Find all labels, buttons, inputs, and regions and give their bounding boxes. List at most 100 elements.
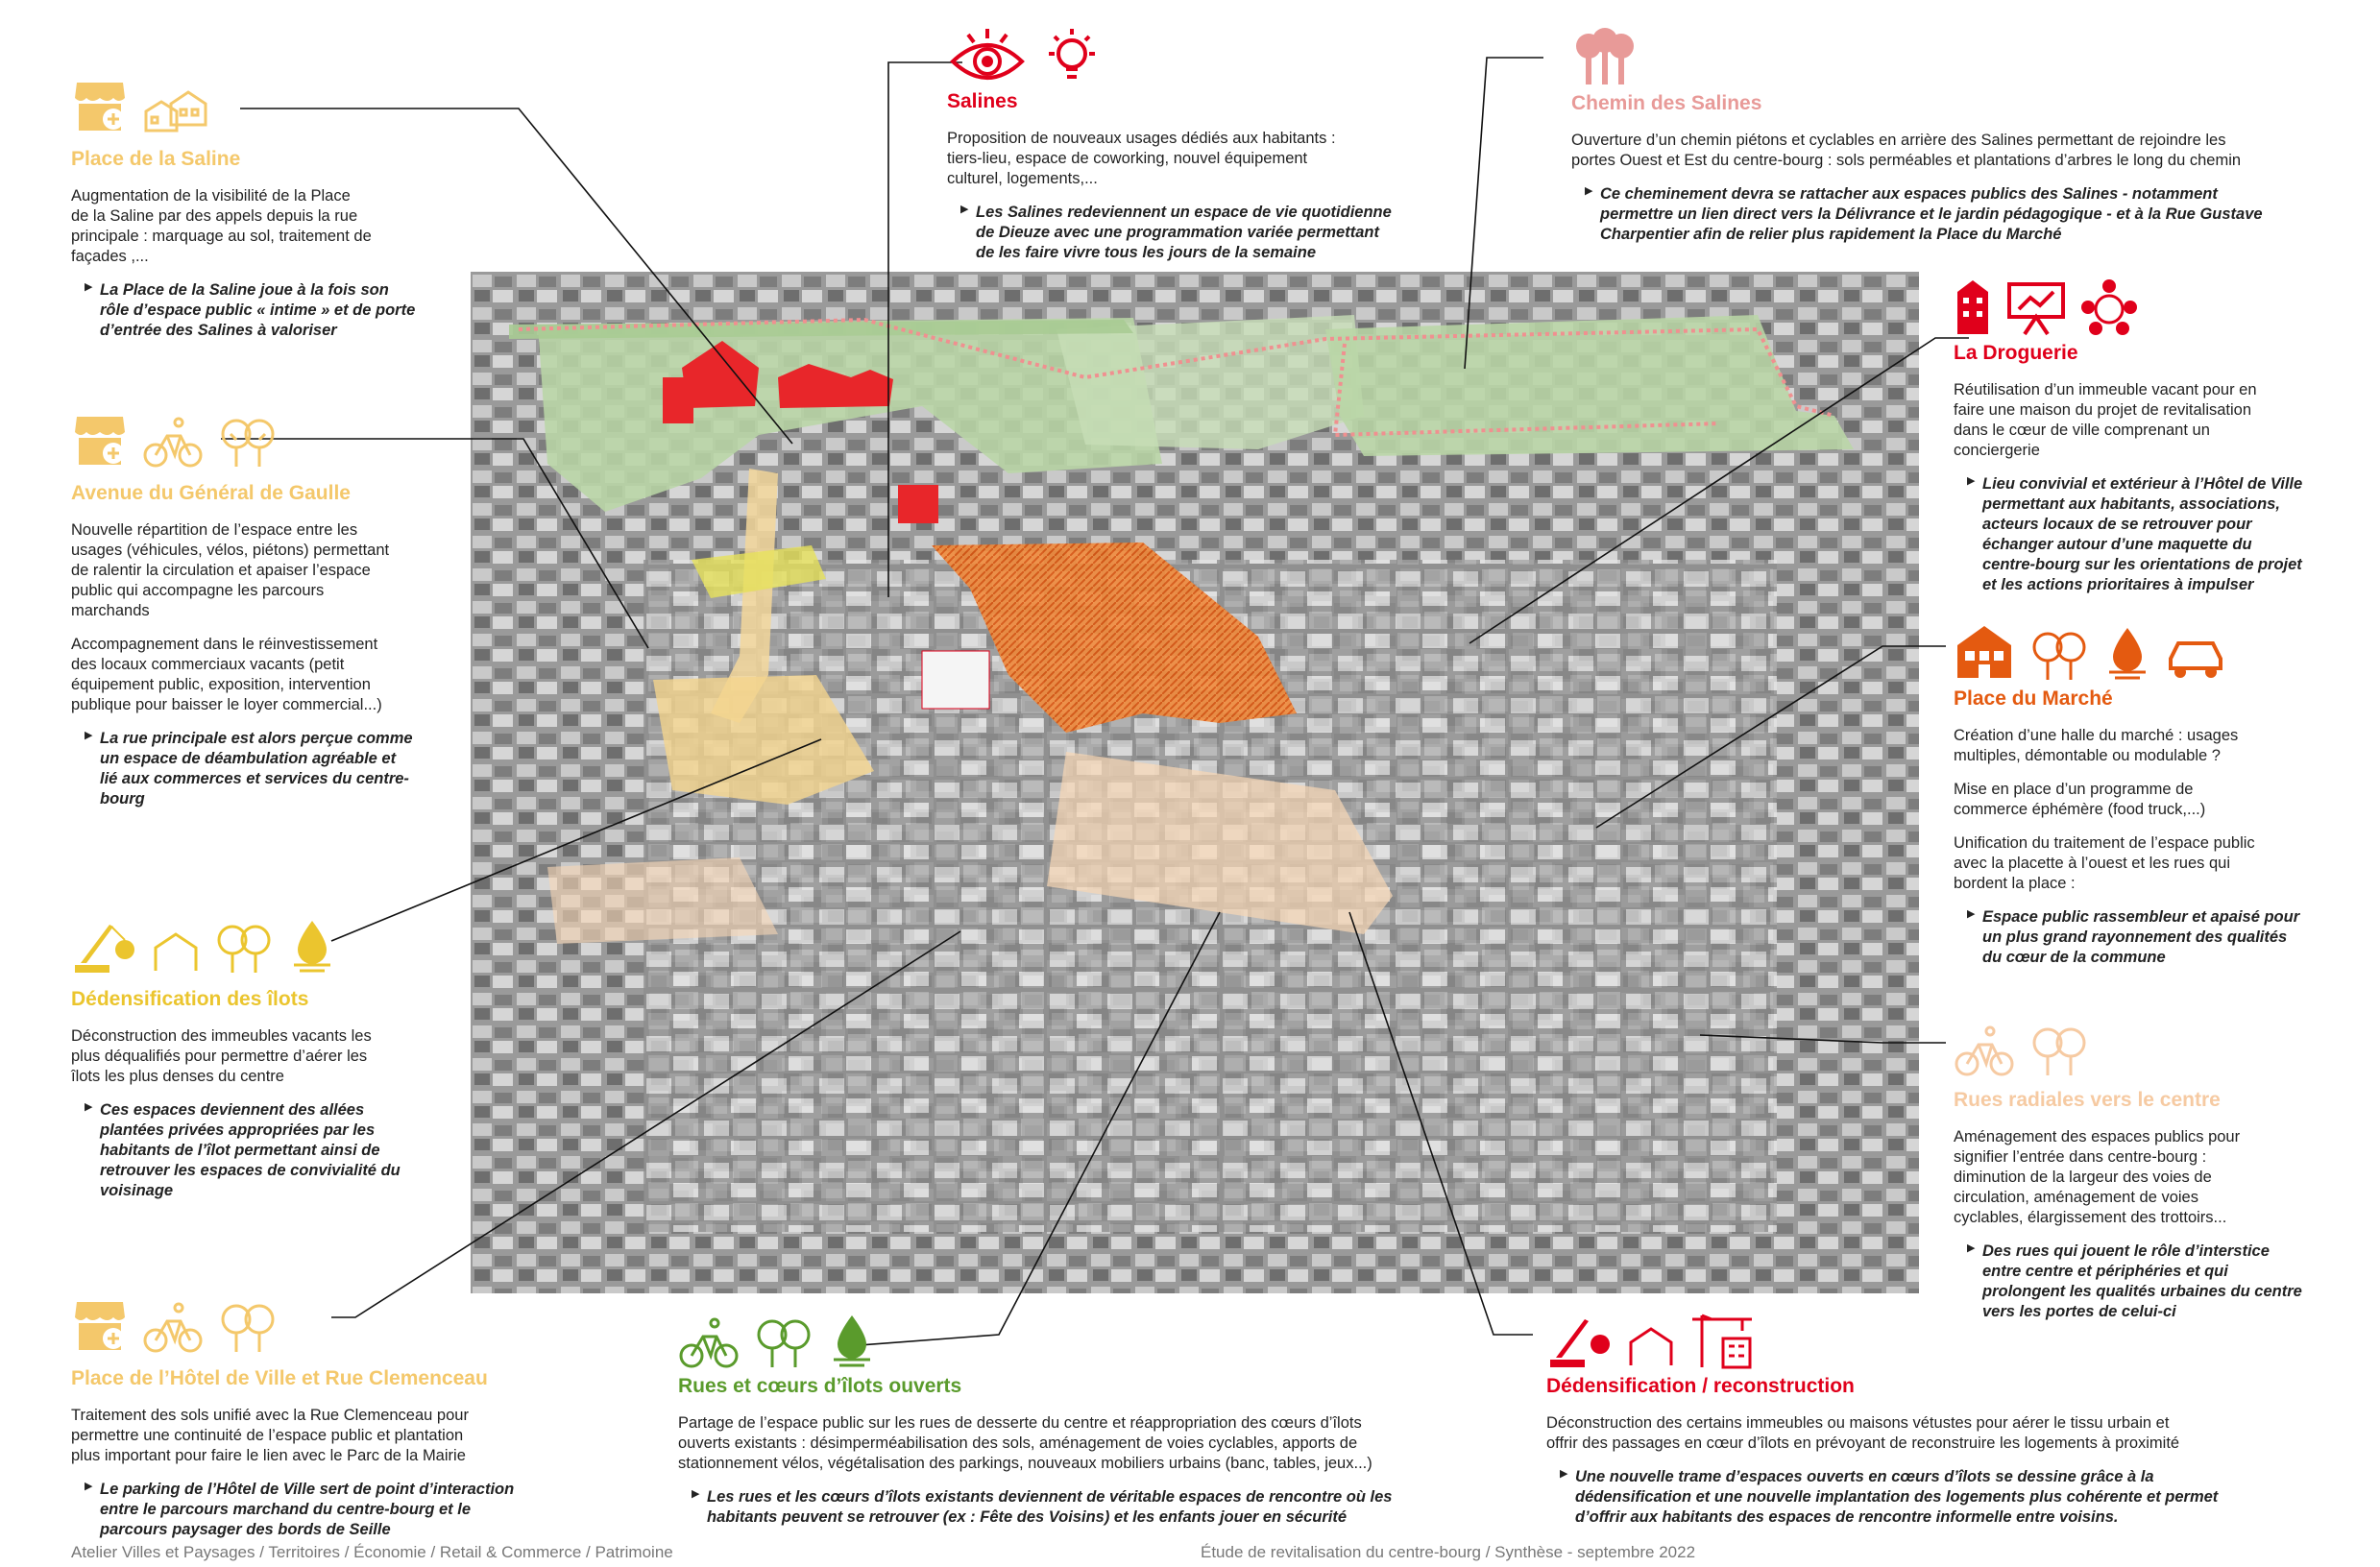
- hotelville-title: Place de l’Hôtel de Ville et Rue Clemenc…: [71, 1367, 488, 1389]
- market-stall-add-icon: [75, 1302, 125, 1350]
- chemin-bullet: Ce cheminement devra se rattacher aux es…: [1571, 184, 2340, 245]
- saline-icons: [71, 67, 455, 134]
- hotelville-bullet: Le parking de l’Hôtel de Ville sert de p…: [71, 1480, 609, 1540]
- chemin-green-zone: [1056, 315, 1364, 449]
- market-hall-icon: [1957, 626, 2011, 678]
- section-avenue-general-de-gaulle: Avenue du Général de Gaulle Nouvelle rép…: [71, 401, 455, 809]
- reconstruction-bullet: Une nouvelle trame d’espaces ouverts en …: [1546, 1467, 2372, 1528]
- radiales-title: Rues radiales vers le centre: [1954, 1089, 2221, 1111]
- section-rues-radiales: Rues radiales vers le centre Aménagement…: [1954, 1010, 2357, 1322]
- section-dedensification-ilots: Dédensification des îlots Déconstruction…: [71, 907, 455, 1201]
- building-icon: [1629, 1327, 1673, 1365]
- market-stall-add-icon: [75, 83, 125, 131]
- chemin-icons: [1571, 19, 2340, 86]
- reconstruction-title: Dédensification / reconstruction: [1546, 1375, 1855, 1397]
- section-place-de-la-saline: Place de la Saline Augmentation de la vi…: [71, 67, 455, 341]
- hotelville-icons: [71, 1287, 609, 1354]
- demolition-crane-icon: [75, 925, 134, 973]
- water-drop-icon: [2109, 628, 2146, 680]
- presentation-icon: [2007, 282, 2065, 336]
- droguerie-building: [898, 485, 938, 523]
- section-salines: Salines Proposition de nouveaux usages d…: [947, 19, 1485, 263]
- section-chemin-des-salines: Chemin des Salines Ouverture d’un chemin…: [1571, 19, 2340, 245]
- trees-icon: [221, 1304, 275, 1352]
- section-place-du-marche: Place du Marché Création d’une halle du …: [1954, 615, 2357, 968]
- trees-icon: [2032, 1027, 2086, 1075]
- gaulle-description-1: Nouvelle répartition de l’espace entre l…: [71, 521, 390, 619]
- reconstruction-description: Déconstruction des certains immeubles ou…: [1546, 1414, 2180, 1453]
- salines-title: Salines: [947, 90, 1018, 112]
- gaulle-title: Avenue du Général de Gaulle: [71, 482, 351, 504]
- lightbulb-icon: [1049, 29, 1095, 79]
- droguerie-icons: [1954, 269, 2357, 336]
- water-drop-icon: [834, 1315, 870, 1367]
- section-dedensification-reconstruction: Dédensification / reconstruction Déconst…: [1546, 1302, 2372, 1528]
- radiales-icons: [1954, 1010, 2357, 1077]
- eye-icon: [950, 29, 1025, 80]
- bicycle-icon: [143, 1302, 203, 1353]
- ilots-description: Déconstruction des immeubles vacants les…: [71, 1027, 372, 1086]
- trees-icon: [221, 419, 275, 467]
- ilots-title: Dédensification des îlots: [71, 988, 309, 1010]
- reconstruction-block: [921, 650, 990, 710]
- saline-title: Place de la Saline: [71, 148, 241, 170]
- community-icon: [2081, 279, 2137, 335]
- marche-icons: [1954, 615, 2357, 682]
- ilots-icons: [71, 907, 455, 975]
- trees-icon: [757, 1319, 811, 1367]
- place-du-marche-zone: [932, 542, 1297, 733]
- car-icon: [2169, 641, 2222, 678]
- gaulle-bullet: La rue principale est alors perçue comme…: [71, 729, 455, 809]
- building-icon: [154, 932, 198, 971]
- salines-building-3: [778, 364, 893, 408]
- rues-coeurs-bullet: Les rues et les cœurs d’îlots existants …: [678, 1487, 1466, 1528]
- bicycle-icon: [143, 417, 203, 468]
- radiales-description: Aménagement des espaces publics pour sig…: [1954, 1128, 2241, 1226]
- marche-bullet: Espace public rassembleur et apaisé pour…: [1954, 907, 2357, 968]
- droguerie-title: La Droguerie: [1954, 342, 2078, 364]
- footer-right: Étude de revitalisation du centre-bourg …: [1201, 1543, 1696, 1561]
- gaulle-icons: [71, 401, 455, 469]
- saline-bullet: La Place de la Saline joue à la fois son…: [71, 280, 455, 341]
- rues-coeurs-icons: [678, 1302, 1466, 1369]
- marche-description-1: Création d’une halle du marché : usages …: [1954, 727, 2239, 765]
- bicycle-icon: [1955, 1025, 2014, 1076]
- section-hotel-de-ville: Place de l’Hôtel de Ville et Rue Clemenc…: [71, 1287, 609, 1540]
- construction-crane-icon: [1692, 1314, 1752, 1369]
- marche-description-3: Unification du traitement de l’espace pu…: [1954, 833, 2255, 892]
- droguerie-description: Réutilisation d’un immeuble vacant pour …: [1954, 381, 2257, 459]
- buildings-icon: [144, 90, 207, 133]
- water-drop-icon: [294, 921, 330, 973]
- salines-icons: [947, 19, 1485, 86]
- building-icon: [1957, 280, 1988, 334]
- marche-description-2: Mise en place d’un programme de commerce…: [1954, 781, 2206, 818]
- footer-left: Atelier Villes et Paysages / Territoires…: [71, 1543, 673, 1561]
- droguerie-bullet: Lieu convivial et extérieur à l’Hôtel de…: [1954, 474, 2357, 595]
- rues-coeurs-description: Partage de l’espace public sur les rues …: [678, 1414, 1372, 1473]
- market-stall-add-icon: [75, 417, 125, 465]
- trees-icon: [217, 925, 271, 973]
- aerial-view: [471, 272, 1919, 1293]
- section-la-droguerie: La Droguerie Réutilisation d’un immeuble…: [1954, 269, 2357, 595]
- radiales-bullet: Des rues qui jouent le rôle d’interstice…: [1954, 1242, 2357, 1322]
- ilots-yellow-zone: [692, 545, 826, 598]
- saline-description: Augmentation de la visibilité de la Plac…: [71, 187, 372, 265]
- radial-street-sw: [547, 857, 778, 944]
- salines-bullet: Les Salines redeviennent un espace de vi…: [947, 203, 1485, 263]
- ilots-bullet: Ces espaces deviennent des allées planté…: [71, 1100, 455, 1201]
- rues-coeurs-title: Rues et cœurs d’îlots ouverts: [678, 1375, 962, 1397]
- avenue-general-de-gaulle: [711, 469, 778, 723]
- chemin-title: Chemin des Salines: [1571, 92, 1762, 114]
- demolition-crane-icon: [1550, 1319, 1610, 1367]
- marche-title: Place du Marché: [1954, 687, 2113, 710]
- bicycle-icon: [679, 1317, 739, 1368]
- trees-icon: [2032, 632, 2086, 680]
- trees-icon: [1576, 28, 1634, 84]
- gaulle-description-2: Accompagnement dans le réinvestissement …: [71, 635, 382, 713]
- salines-description: Proposition de nouveaux usages dédiés au…: [947, 130, 1336, 188]
- chemin-des-salines-path: [518, 317, 1835, 418]
- chemin-description: Ouverture d’un chemin piétons et cyclabl…: [1571, 132, 2242, 170]
- hotelville-description: Traitement des sols unifié avec la Rue C…: [71, 1407, 469, 1465]
- radial-street-south: [1047, 752, 1393, 934]
- section-rues-coeurs-ilots: Rues et cœurs d’îlots ouverts Partage de…: [678, 1302, 1466, 1528]
